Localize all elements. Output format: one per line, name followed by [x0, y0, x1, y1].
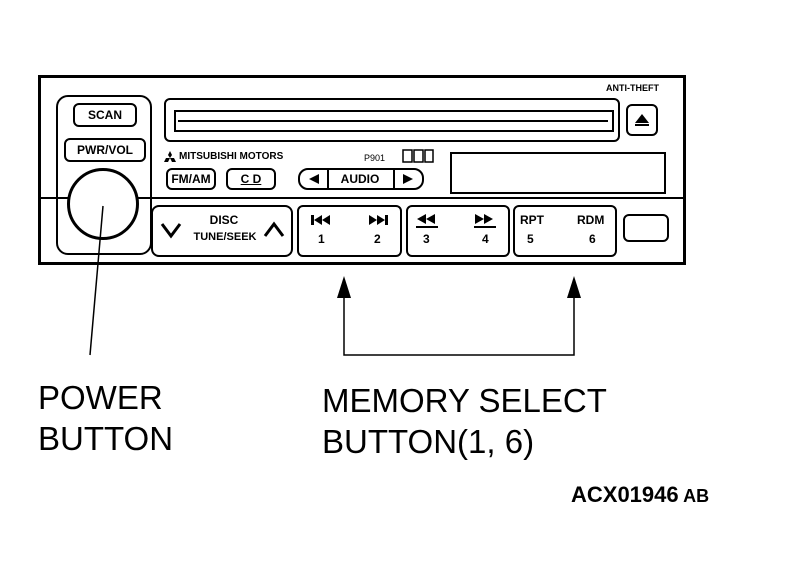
preset-1-label: 1 — [318, 232, 325, 246]
display-window — [450, 152, 666, 194]
memory-callout-line1: MEMORY SELECT — [322, 382, 607, 419]
brand-name: MITSUBISHI MOTORS — [179, 151, 284, 162]
power-volume-knob[interactable] — [67, 168, 139, 240]
fm-am-button[interactable]: FM/AM — [166, 168, 216, 190]
memory-callout: MEMORY SELECT BUTTON(1, 6) — [322, 380, 607, 463]
memory-arrow-6-icon — [567, 276, 581, 298]
left-arrow-icon — [309, 174, 319, 184]
power-leader-line — [89, 205, 104, 356]
seek-down-icon — [160, 223, 182, 239]
cd-slot — [174, 110, 614, 132]
power-callout-line1: POWER — [38, 379, 163, 416]
brand-logo: MITSUBISHI MOTORS — [164, 151, 283, 162]
anti-theft-label: ANTI-THEFT — [606, 83, 659, 93]
power-callout: POWER BUTTON — [38, 377, 173, 460]
panel-divider — [40, 197, 686, 199]
audio-left-button[interactable] — [303, 171, 325, 187]
eject-icon — [635, 114, 649, 126]
cd-slot-frame — [164, 98, 620, 142]
memory-callout-line2: BUTTON(1, 6) — [322, 423, 535, 461]
preset-5-label: 5 — [527, 232, 534, 246]
audio-separator — [327, 168, 329, 190]
preset-1-2-button[interactable] — [297, 205, 402, 257]
cd-button[interactable]: C D — [226, 168, 276, 190]
audio-control-group — [298, 168, 424, 190]
power-callout-line2: BUTTON — [38, 420, 174, 458]
preset-2-label: 2 — [374, 232, 381, 246]
rpt-label: RPT — [520, 213, 544, 227]
model-label: P901 — [364, 153, 386, 163]
knob-frame — [56, 95, 152, 255]
right-arrow-icon — [403, 174, 413, 184]
eject-button[interactable] — [626, 104, 658, 136]
seek-up-icon — [263, 221, 285, 237]
blank-button[interactable] — [623, 214, 669, 242]
tune-seek-label: TUNE/SEEK — [193, 231, 257, 243]
preset-6-label: 6 — [589, 232, 596, 246]
figure-suffix: AB — [683, 486, 710, 506]
memory-arrow-1-icon — [337, 276, 351, 298]
preset-4-label: 4 — [482, 232, 489, 246]
mitsubishi-logo-icon — [164, 151, 176, 162]
figure-code: ACX01946 — [571, 482, 679, 507]
disc-label: DISC — [209, 213, 239, 227]
preset-3-4-button[interactable] — [406, 205, 510, 257]
audio-separator — [393, 168, 395, 190]
fast-forward-icon — [474, 214, 496, 228]
audio-right-button[interactable] — [397, 171, 419, 187]
memory-bracket-line — [343, 298, 575, 356]
previous-track-icon — [311, 215, 330, 225]
preset-3-label: 3 — [423, 232, 430, 246]
preset-5-6-button[interactable] — [513, 205, 617, 257]
audio-button[interactable]: AUDIO — [340, 172, 380, 186]
rdm-label: RDM — [577, 213, 605, 227]
compact-disc-logo — [402, 148, 434, 164]
scan-button[interactable]: SCAN — [73, 103, 137, 127]
rewind-icon — [416, 214, 438, 228]
next-track-icon — [369, 215, 388, 225]
cd-slot-line — [178, 120, 608, 122]
pwr-vol-button[interactable]: PWR/VOL — [64, 138, 146, 162]
figure-id: ACX01946 AB — [571, 482, 709, 508]
